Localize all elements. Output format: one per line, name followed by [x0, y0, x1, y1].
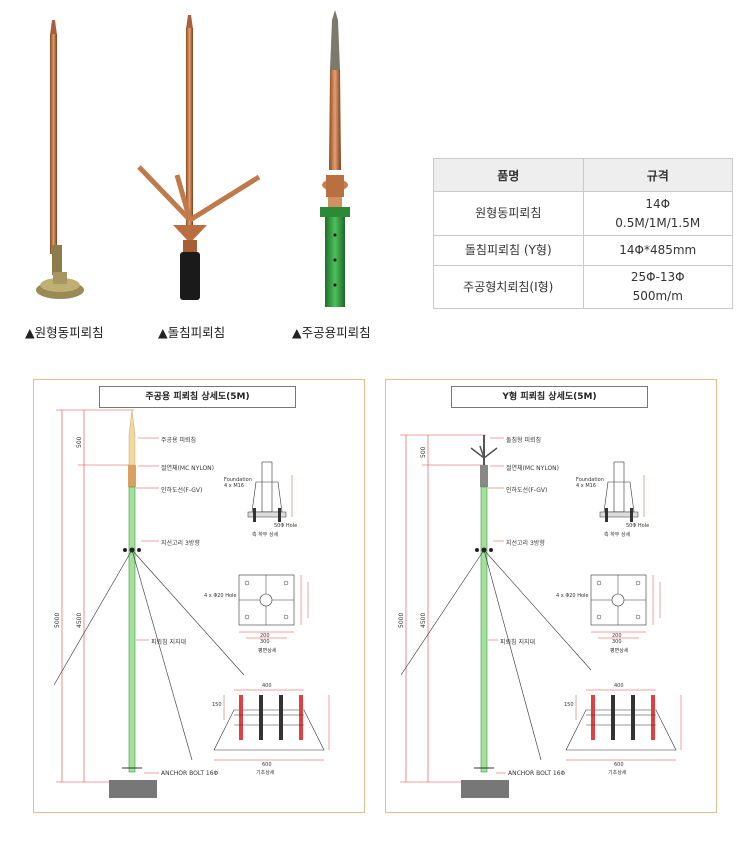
- y-type-rod-image: [137, 15, 261, 300]
- dim-200: 200: [612, 633, 622, 639]
- row-name: 돌침피뢰침 (Y형): [433, 235, 584, 266]
- caption-round-copper-rod: ▲원형동피뢰침: [25, 325, 104, 340]
- dim-500: 500: [76, 436, 83, 448]
- row-spec: 25Φ-13Φ 500m/m: [582, 265, 733, 309]
- label-ring: 지선고리 3방향: [161, 540, 200, 547]
- label-insulator: 절연체(MC NYLON): [161, 465, 215, 472]
- dim-200: 200: [260, 633, 270, 639]
- caption-main-public-rod: ▲주공용피뢰침: [292, 325, 371, 340]
- label-hole20: 4 x Φ20 Hole: [204, 593, 237, 599]
- dim-5000: 5000: [54, 612, 61, 628]
- label-hole20: 4 x Φ20 Hole: [556, 593, 589, 599]
- label-conductor: 인하도선(F-GV): [161, 487, 203, 494]
- label-support: 피뢰침 지지대: [151, 639, 187, 646]
- row-name: 원형동피뢰침: [433, 191, 584, 236]
- label-foundation: Foundation 4 x M16: [224, 477, 252, 489]
- dim-600: 600: [614, 762, 624, 768]
- row-spec: 14Φ*485mm: [582, 235, 733, 266]
- diagram-title: 주공용 피뢰침 상세도(5M): [99, 386, 296, 408]
- spec-table: 품명 규격 원형동피뢰침 14Φ 0.5M/1M/1.5M 돌침피뢰침 (Y형)…: [433, 158, 733, 309]
- label-hole50: 50Φ Hole: [626, 523, 650, 529]
- label-insulator: 절연체(MC NYLON): [506, 465, 560, 472]
- caption-y-type-rod: ▲돌침피뢰침: [158, 325, 226, 340]
- dim-600: 600: [262, 762, 272, 768]
- dim-5000: 5000: [398, 612, 405, 628]
- label-foundation: Foundation 4 x M16: [576, 477, 604, 489]
- dim-4500: 4500: [76, 612, 83, 628]
- label-support: 피뢰침 지지대: [500, 639, 536, 646]
- dim-300: 300: [260, 639, 270, 645]
- main-public-rod-image: [320, 10, 350, 307]
- spec-line: 25Φ-13Φ: [630, 270, 685, 284]
- row-spec: 14Φ 0.5M/1M/1.5M: [582, 191, 733, 236]
- header-spec: 규격: [582, 158, 733, 192]
- spec-line: 0.5M/1M/1.5M: [615, 215, 701, 230]
- label-conductor: 인하도선(F-GV): [506, 487, 548, 494]
- label-tip: 주공용 피뢰침: [161, 437, 197, 444]
- diagram-drawing: [400, 434, 682, 798]
- table-row: 주공형치뢰침(I형) 25Φ-13Φ 500m/m: [433, 265, 733, 309]
- diagram-panel-right: Y형 피뢰침 상세도(5M): [385, 379, 717, 813]
- label-base-view: 기초상세: [608, 770, 627, 776]
- label-ring: 지선고리 3방향: [506, 540, 545, 547]
- dim-150: 150: [564, 702, 574, 708]
- spec-line: 14Φ: [645, 196, 671, 211]
- round-copper-rod-image: [36, 20, 84, 299]
- dim-300: 300: [612, 639, 622, 645]
- dim-150: 150: [212, 702, 222, 708]
- label-hole50: 50Φ Hole: [274, 523, 298, 529]
- label-anchor: ANCHOR BOLT 16Φ: [508, 770, 566, 777]
- label-base-view: 기초상세: [256, 770, 275, 776]
- dim-400: 400: [262, 683, 272, 689]
- spec-line: 500m/m: [632, 289, 683, 303]
- label-anchor: ANCHOR BOLT 16Φ: [161, 770, 219, 777]
- label-plan-view: 평면상세: [258, 648, 277, 654]
- label-side-view: 측 하부 상세: [252, 532, 279, 538]
- spec-table-header-row: 품명 규격: [433, 158, 733, 192]
- diagram-drawing: [53, 409, 330, 798]
- label-plan-view: 평면상세: [610, 648, 629, 654]
- label-side-view: 측 하부 상세: [604, 532, 631, 538]
- diagram-title: Y형 피뢰침 상세도(5M): [451, 386, 648, 408]
- header-product-name: 품명: [433, 158, 584, 192]
- dim-4500: 4500: [420, 612, 427, 628]
- dim-500: 500: [420, 446, 427, 458]
- table-row: 원형동피뢰침 14Φ 0.5M/1M/1.5M: [433, 191, 733, 236]
- diagram-panel-left: 주공용 피뢰침 상세도(5M): [33, 379, 365, 813]
- label-tip: 돌침형 피뢰침: [506, 437, 542, 444]
- row-name: 주공형치뢰침(I형): [433, 265, 584, 309]
- table-row: 돌침피뢰침 (Y형) 14Φ*485mm: [433, 235, 733, 266]
- dim-400: 400: [614, 683, 624, 689]
